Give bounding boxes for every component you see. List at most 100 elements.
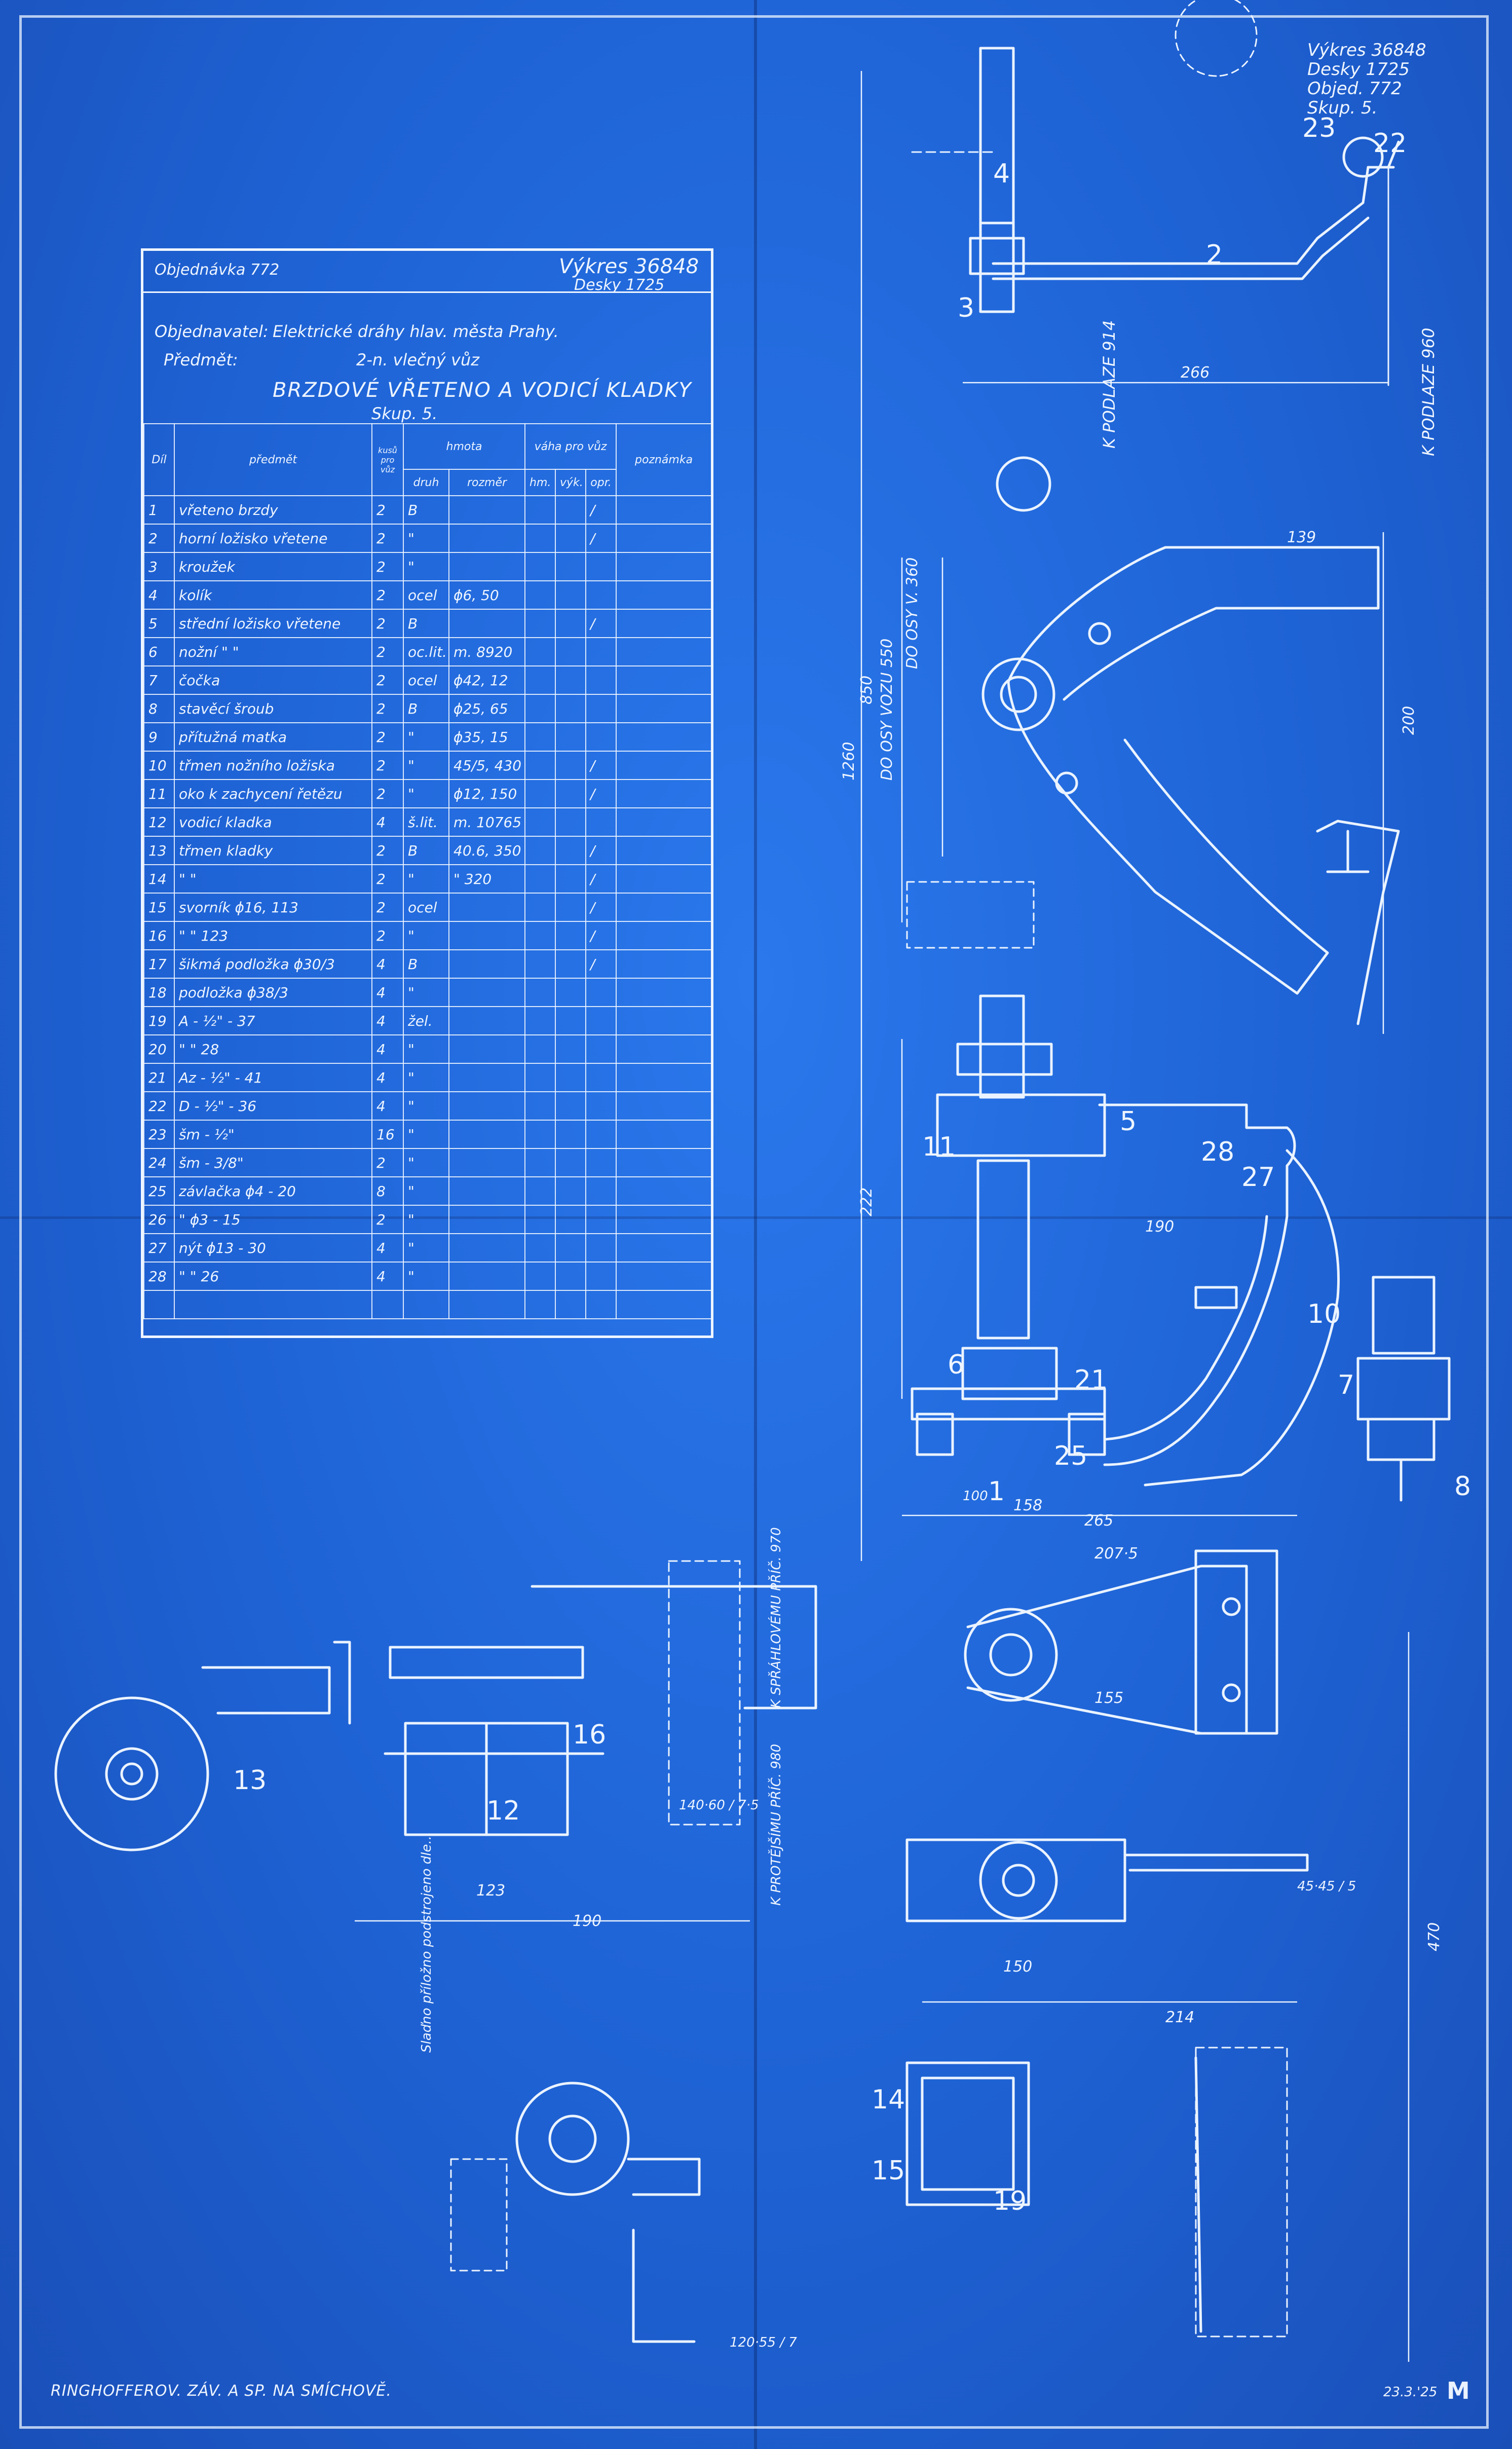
raw-weight	[524, 807, 556, 837]
part-note	[616, 1233, 712, 1263]
part-size	[448, 1261, 526, 1291]
dim-155: 155	[1094, 1689, 1123, 1707]
part-callout: 27	[1241, 1162, 1275, 1193]
part-size	[448, 1148, 526, 1177]
part-name: šm - ½"	[174, 1120, 372, 1149]
part-number: 16	[143, 921, 175, 950]
part-number: 18	[143, 978, 175, 1007]
part-note	[616, 921, 712, 950]
finished-weight	[555, 893, 587, 922]
spindle-shaft	[979, 47, 1015, 313]
label-980: K PROTĚJŠÍMU PŘÍČ. 980	[768, 1744, 784, 1906]
part-name: " " 26	[174, 1261, 372, 1291]
part-callout: 1	[988, 1476, 1005, 1507]
header-waste: opr.	[585, 469, 617, 496]
part-number: 11	[143, 779, 175, 808]
header-weight: váha pro vůz	[524, 423, 617, 470]
part-name: střední ložisko vřetene	[174, 609, 372, 638]
part-kind: "	[403, 1176, 449, 1206]
part-kind	[403, 1290, 449, 1319]
part-name: třmen nožního ložiska	[174, 751, 372, 780]
part-kind: "	[403, 978, 449, 1007]
part-name: přítužná matka	[174, 722, 372, 752]
part-kind: B	[403, 694, 449, 723]
part-kind: "	[403, 864, 449, 894]
footer-date: 23.3.'25	[1383, 2385, 1438, 2400]
part-note	[616, 609, 712, 638]
part-name: " " 28	[174, 1034, 372, 1064]
finished-weight	[555, 609, 587, 638]
part-number: 12	[143, 807, 175, 837]
part-kind: B	[403, 836, 449, 865]
check-mark	[585, 665, 617, 695]
spindle-eye	[981, 657, 1055, 731]
raw-weight	[524, 665, 556, 695]
header-finished: výk.	[555, 469, 587, 496]
part-qty: 16	[371, 1120, 404, 1149]
part-callout: 16	[573, 1720, 606, 1750]
part-size: ϕ12, 150	[448, 779, 526, 808]
part-note	[616, 1120, 712, 1149]
part-number: 9	[143, 722, 175, 752]
part-number: 23	[143, 1120, 175, 1149]
raw-weight	[524, 1233, 556, 1263]
raw-weight	[524, 921, 556, 950]
yoke-part-10	[1098, 1103, 1296, 1466]
header-count: kusů pro vůz	[371, 423, 404, 496]
part-size	[448, 524, 526, 553]
label-axis-550: DO OSY VOZU 550	[878, 639, 896, 781]
subject-name: 2-n. vlečný vůz	[356, 350, 480, 369]
part-size	[448, 1176, 526, 1206]
header-kind: druh	[403, 469, 449, 496]
part-number: 27	[143, 1233, 175, 1263]
part-qty: 2	[371, 893, 404, 922]
raw-weight	[524, 495, 556, 525]
part-number: 26	[143, 1205, 175, 1234]
part-kind: "	[403, 552, 449, 581]
part-number: 19	[143, 1006, 175, 1035]
part-size: m. 8920	[448, 637, 526, 666]
part-name: svorník ϕ16, 113	[174, 893, 372, 922]
part-name: třmen kladky	[174, 836, 372, 865]
part-kind: "	[403, 1091, 449, 1121]
check-mark: /	[585, 495, 617, 525]
part-size: 45/5, 430	[448, 751, 526, 780]
part-note	[616, 751, 712, 780]
part-size: ϕ6, 50	[448, 580, 526, 610]
check-mark	[585, 722, 617, 752]
finished-weight	[555, 694, 587, 723]
label-axis-360: DO OSY V. 360	[903, 558, 921, 669]
check-mark	[585, 1261, 617, 1291]
raw-weight	[524, 893, 556, 922]
fold-line-vertical	[754, 0, 757, 2449]
part-callout: 5	[1120, 1106, 1137, 1137]
raw-weight	[524, 1176, 556, 1206]
header-item: předmět	[174, 423, 372, 496]
part-qty: 2	[371, 665, 404, 695]
part-size	[448, 1034, 526, 1064]
finished-weight	[555, 1176, 587, 1206]
finished-weight	[555, 1063, 587, 1092]
finished-weight	[555, 1205, 587, 1234]
subject-label: Předmět:	[164, 350, 238, 369]
raw-weight	[524, 1091, 556, 1121]
part-name: oko k zachycení řetězu	[174, 779, 372, 808]
part-number: 21	[143, 1063, 175, 1092]
profile-45-45: 45·45 / 5	[1297, 1879, 1356, 1894]
label-floor-914: K PODLAZE 914	[1100, 320, 1119, 449]
table-drawing-number: Výkres 36848	[559, 255, 699, 278]
part-callout: 23	[1302, 113, 1336, 143]
part-kind: "	[403, 524, 449, 553]
part-size	[448, 921, 526, 950]
part-qty: 4	[371, 1006, 404, 1035]
lever-part-5	[966, 1565, 1248, 1735]
part-callout: 7	[1338, 1370, 1354, 1400]
